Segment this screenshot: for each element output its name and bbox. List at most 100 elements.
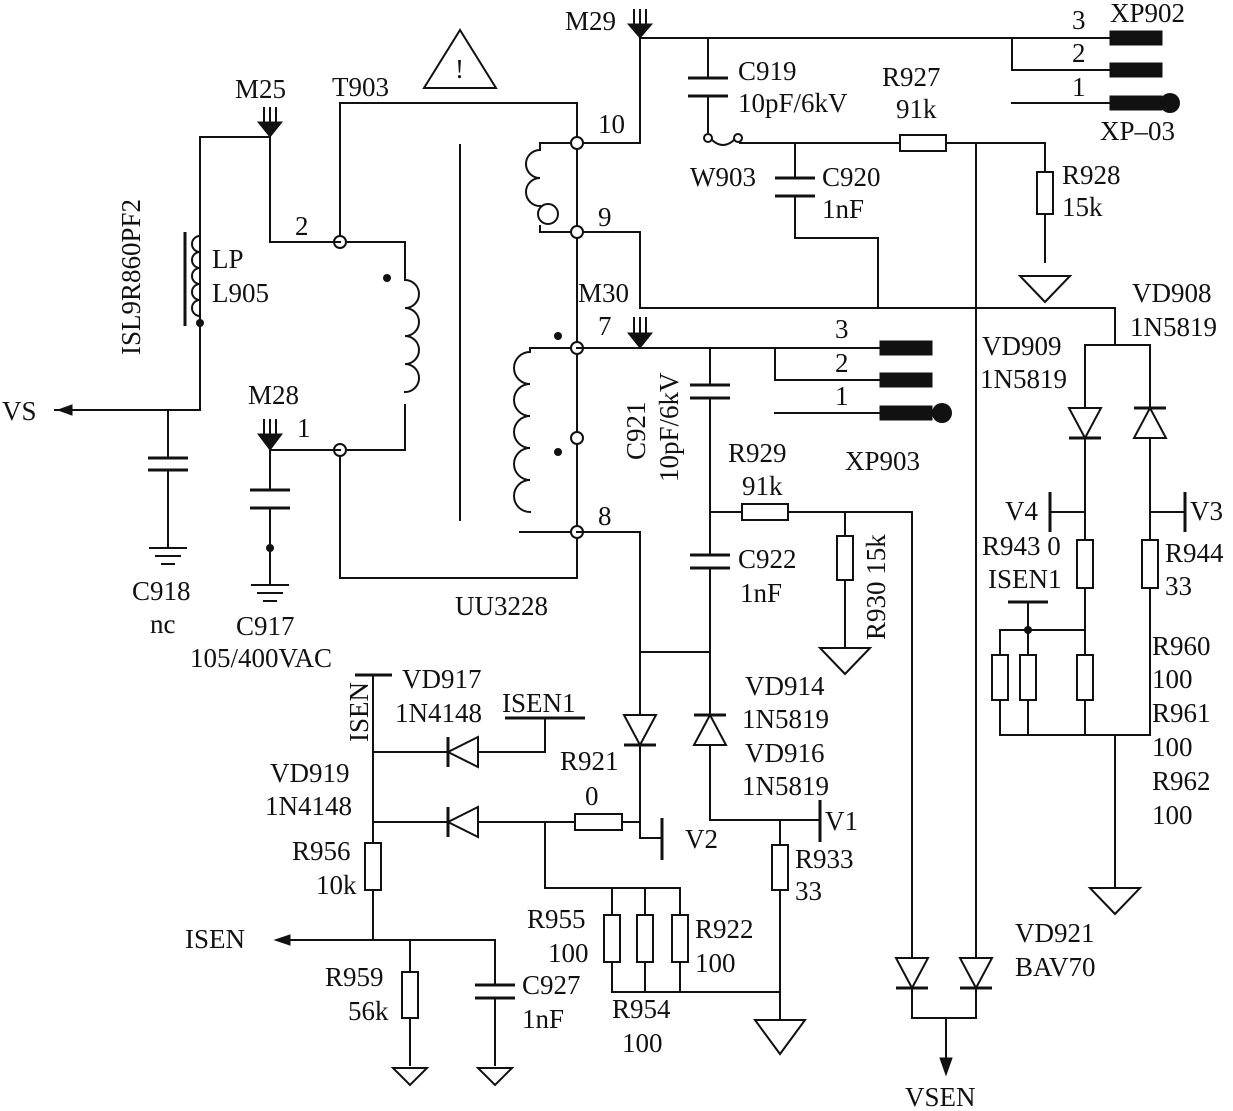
v4-label: V4 xyxy=(1005,496,1038,526)
t903-upper-coil xyxy=(525,148,542,208)
isen-output-arrow-icon xyxy=(273,934,291,946)
t903-aux-ring xyxy=(537,203,559,225)
c927-name: C927 xyxy=(522,970,581,1000)
r922-value: 100 xyxy=(695,948,736,978)
pin-10-label: 10 xyxy=(598,109,625,139)
r959-value: 56k xyxy=(348,996,389,1026)
vd919-diode xyxy=(445,805,479,839)
m28-label: M28 xyxy=(248,380,299,410)
warning-icon xyxy=(422,28,498,89)
t903-primary-coil xyxy=(403,278,420,394)
c917-value: 105/400VAC xyxy=(190,643,332,673)
r956-value: 10k xyxy=(316,870,357,900)
c918-capacitor xyxy=(148,456,188,565)
isl-label: ISL9R860PF2 xyxy=(116,199,146,355)
r921-value: 0 xyxy=(585,781,599,811)
r961-value: 100 xyxy=(1152,732,1193,762)
r933-name: R933 xyxy=(795,844,854,874)
vd916-value: 1N5819 xyxy=(742,771,829,801)
r960-name: R960 xyxy=(1152,631,1211,661)
r944-value: 33 xyxy=(1165,571,1192,601)
left-input-wires xyxy=(54,136,341,586)
c917-name: C917 xyxy=(236,611,295,641)
middle-wires xyxy=(576,347,913,1021)
v2-label: V2 xyxy=(685,824,718,854)
vd916-diode xyxy=(692,712,728,746)
m29-test-point-icon xyxy=(626,9,654,39)
vs-input-arrow-icon xyxy=(56,404,73,416)
c927-value: 1nF xyxy=(522,1004,564,1034)
r962-name: R962 xyxy=(1152,766,1211,796)
vd914-diode xyxy=(622,714,658,748)
r962-resistor xyxy=(1076,654,1094,701)
t903-pin-mid xyxy=(570,431,584,445)
m25-test-point-icon xyxy=(256,107,284,138)
r929-value: 91k xyxy=(742,471,783,501)
vd909-diode xyxy=(1067,407,1103,441)
t903-transformer-frame xyxy=(339,102,578,579)
r943-resistor xyxy=(1076,539,1094,589)
c920-value: 1nF xyxy=(822,194,864,224)
r960-value: 100 xyxy=(1152,664,1193,694)
l905-label: L905 xyxy=(212,278,269,308)
r955-resistor xyxy=(603,914,621,963)
r943-label: R943 0 xyxy=(982,531,1061,561)
vd914-name: VD914 xyxy=(745,671,825,701)
right-wires xyxy=(999,344,1186,889)
lower-left-wires xyxy=(289,674,781,1066)
isen-top-label: ISEN xyxy=(344,682,374,742)
vd909-name: VD909 xyxy=(982,331,1062,361)
vd914-value: 1N5819 xyxy=(742,704,829,734)
xp903-pin2: 2 xyxy=(835,348,849,378)
uu3228-label: UU3228 xyxy=(455,591,548,621)
r959-resistor xyxy=(401,971,419,1019)
c921-value: 10pF/6kV xyxy=(654,372,684,482)
isen1-right-label: ISEN1 xyxy=(988,564,1062,594)
vd917-name: VD917 xyxy=(402,664,482,694)
m30-test-point-icon xyxy=(626,317,654,349)
r962-value: 100 xyxy=(1152,800,1193,830)
pin-2-label: 2 xyxy=(295,211,309,241)
r921-name: R921 xyxy=(560,746,619,776)
r954-name: R954 xyxy=(612,994,671,1024)
c918-value: nc xyxy=(150,609,176,639)
vsen-label: VSEN xyxy=(905,1082,976,1111)
r929-name: R929 xyxy=(728,438,787,468)
c921-name: C921 xyxy=(621,401,651,460)
c927-capacitor xyxy=(475,983,515,1000)
r956-name: R956 xyxy=(292,836,351,866)
r960-resistor xyxy=(991,654,1009,701)
r921-resistor xyxy=(574,813,623,831)
r922-resistor xyxy=(671,914,689,963)
r955-value: 100 xyxy=(548,938,589,968)
c922-name: C922 xyxy=(738,544,797,574)
xp902-pin3: 3 xyxy=(1072,5,1086,35)
r930-resistor xyxy=(836,535,854,581)
m28-test-point-icon xyxy=(257,419,283,451)
xp903-label: XP903 xyxy=(845,446,920,476)
xp902-pin2: 2 xyxy=(1072,38,1086,68)
vd921-value: BAV70 xyxy=(1015,952,1096,982)
r928-ground-icon xyxy=(1017,275,1073,304)
c920-capacitor xyxy=(775,176,815,198)
xp903-connector xyxy=(879,340,952,423)
t903-pin-10 xyxy=(570,136,584,150)
r944-resistor xyxy=(1141,539,1159,589)
r956-resistor xyxy=(364,842,382,891)
lp-label: LP xyxy=(212,244,244,274)
vd917-value: 1N4148 xyxy=(395,698,482,728)
r928-value: 15k xyxy=(1062,192,1103,222)
r933-value: 33 xyxy=(795,876,822,906)
c917-capacitor xyxy=(250,488,290,602)
m25-label: M25 xyxy=(235,74,286,104)
r928-resistor xyxy=(1036,171,1054,215)
isen-out-label: ISEN xyxy=(185,924,245,954)
t903-pin-9 xyxy=(570,225,584,239)
vd908-name: VD908 xyxy=(1132,278,1212,308)
w903-jumper xyxy=(703,133,743,146)
w903-label: W903 xyxy=(690,162,756,192)
r928-name: R928 xyxy=(1062,160,1121,190)
vd917-diode xyxy=(445,735,479,769)
xp903-pin3: 3 xyxy=(835,314,849,344)
